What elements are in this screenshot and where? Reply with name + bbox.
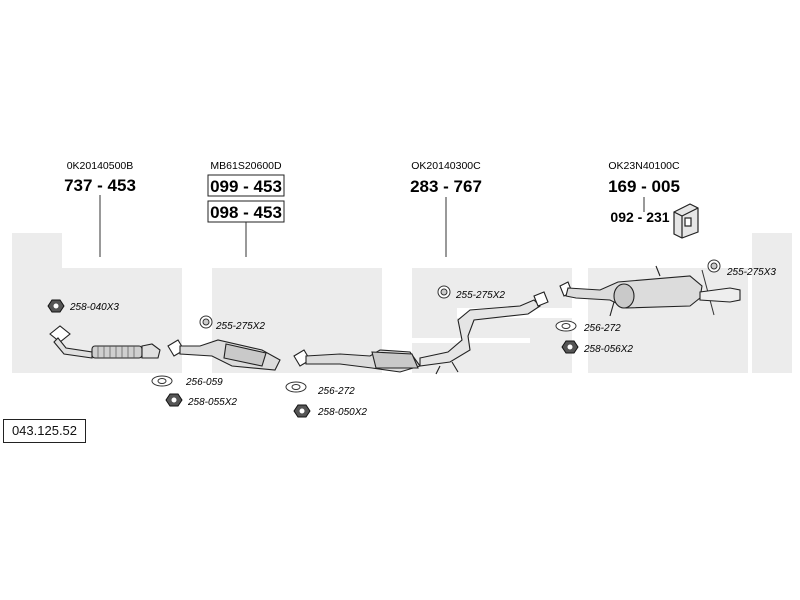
accessory-3[interactable]: 256-059: [151, 375, 223, 388]
part-number[interactable]: 737 - 453: [64, 176, 136, 195]
accessory-code: 258-056X2: [583, 344, 633, 355]
clamp-icon: [707, 259, 721, 273]
gasket-icon: [151, 375, 173, 387]
accessory-code: 256-272: [583, 323, 621, 334]
gasket-icon: [555, 320, 577, 332]
accessory-code: 256-059: [185, 377, 223, 388]
centre-silencer-drawing[interactable]: [293, 291, 549, 375]
accessory-6[interactable]: 258-050X2: [293, 404, 367, 418]
part-number[interactable]: 098 - 453: [210, 203, 282, 222]
oem-number: MB61S20600D: [210, 160, 282, 172]
reference-number-box: 043.125.52: [3, 419, 86, 443]
nut-icon: [47, 299, 65, 313]
accessory-2[interactable]: 255-275X2: [199, 315, 265, 332]
gasket-icon: [285, 381, 307, 393]
oem-number: OK20140300C: [411, 160, 481, 172]
clamp-icon: [437, 285, 451, 299]
mounting-bracket-icon: [673, 203, 699, 239]
part-group-3: OK20140300C 283 - 767: [410, 160, 482, 196]
part-group-2: MB61S20600D 099 - 453 098 - 453: [207, 160, 285, 223]
nut-icon: [165, 393, 183, 407]
part-number[interactable]: 099 - 453: [210, 177, 282, 196]
accessory-9[interactable]: 256-272: [555, 320, 621, 334]
bosal-watermark: [12, 233, 792, 373]
accessory-code: 256-272: [317, 386, 355, 397]
front-pipe-drawing[interactable]: [49, 325, 161, 359]
accessory-10[interactable]: 258-056X2: [561, 340, 633, 355]
accessory-4[interactable]: 258-055X2: [165, 393, 237, 408]
accessory-code: 258-055X2: [187, 397, 237, 408]
rear-silencer-drawing[interactable]: [559, 265, 741, 317]
nut-icon: [561, 340, 579, 354]
accessory-1[interactable]: 258-040X3: [47, 299, 119, 313]
catalyst-drawing[interactable]: [167, 339, 281, 371]
accessory-5[interactable]: 256-272: [285, 381, 355, 397]
bracket-part-number[interactable]: 092 - 231: [610, 209, 669, 225]
part-group-1: 0K20140500B 737 - 453: [64, 160, 136, 195]
part-number-box: [207, 174, 285, 197]
oem-number: 0K20140500B: [67, 160, 134, 172]
oem-number: OK23N40100C: [608, 160, 680, 172]
accessory-code: 258-040X3: [69, 302, 119, 313]
accessory-7[interactable]: 255-275X2: [437, 285, 505, 301]
accessory-code: 255-275X2: [455, 290, 505, 301]
accessory-code: 255-275X3: [726, 267, 776, 278]
clamp-icon: [199, 315, 213, 329]
part-group-4: OK23N40100C 169 - 005 092 - 231: [608, 160, 699, 239]
part-number[interactable]: 283 - 767: [410, 177, 482, 196]
reference-number: 043.125.52: [11, 423, 78, 438]
accessory-8[interactable]: 255-275X3: [707, 259, 776, 278]
part-number[interactable]: 169 - 005: [608, 177, 680, 196]
accessory-code: 258-050X2: [317, 407, 367, 418]
accessory-code: 255-275X2: [215, 321, 265, 332]
nut-icon: [293, 404, 311, 418]
part-number-box: [207, 200, 285, 223]
